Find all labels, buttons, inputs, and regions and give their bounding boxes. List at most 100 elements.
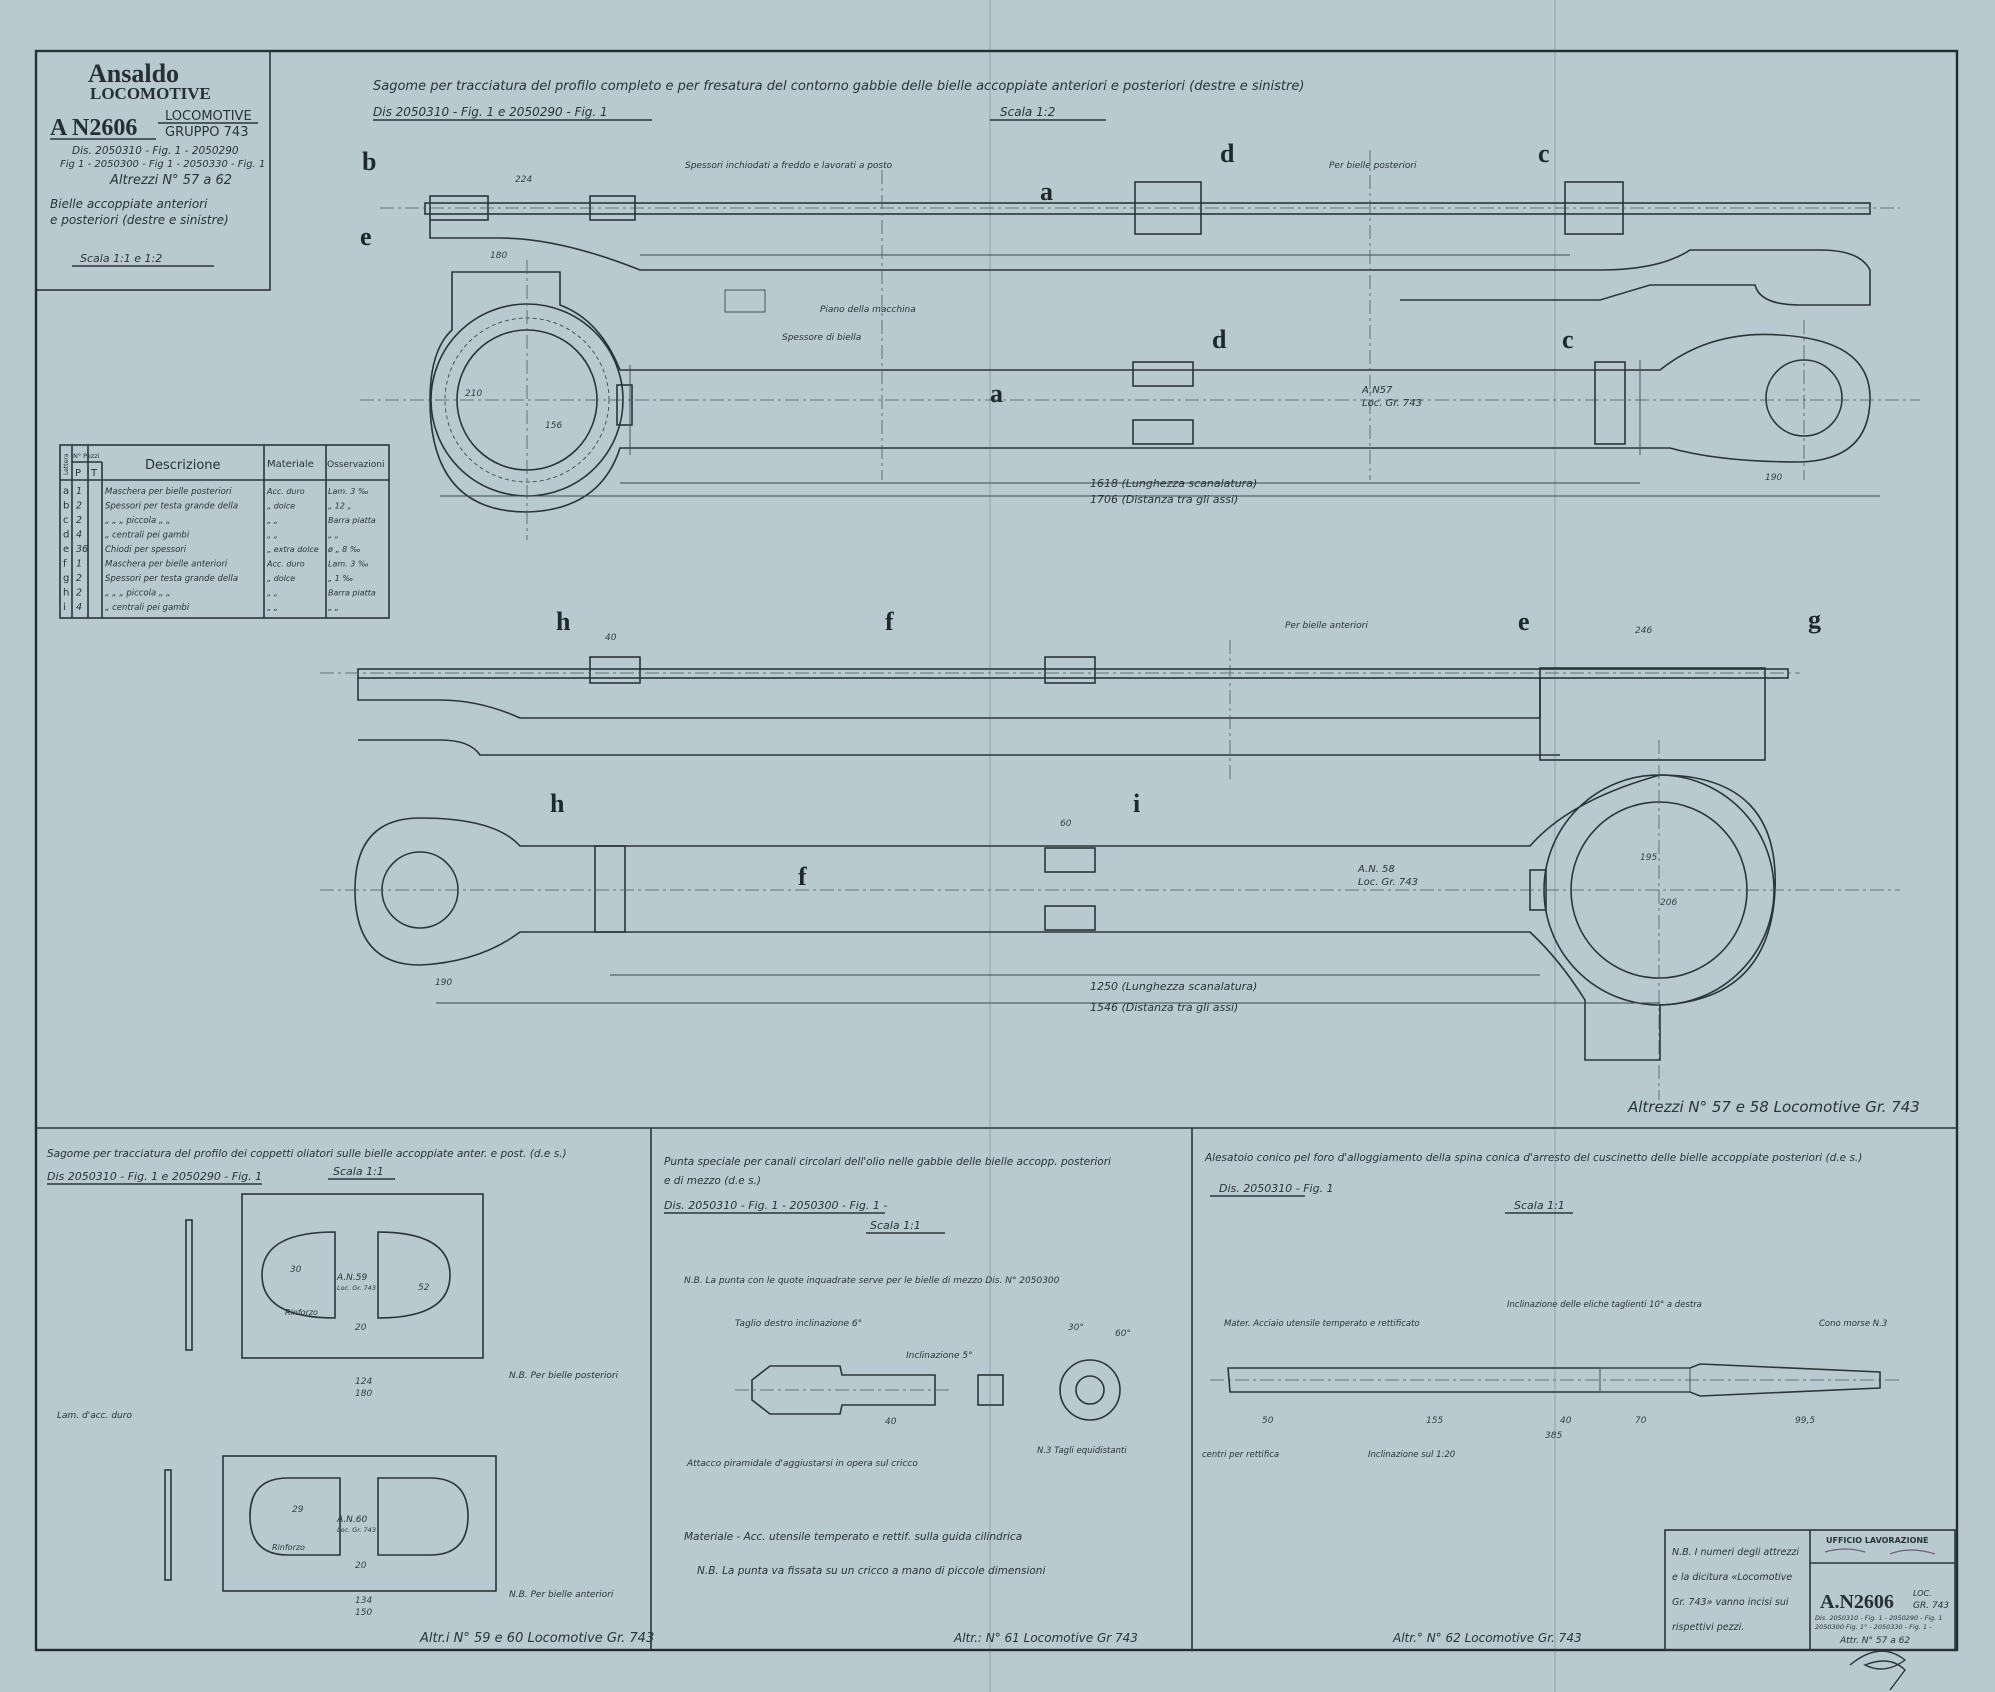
- signature: [1849, 1650, 1907, 1691]
- table-cell-mat: „ „: [267, 589, 278, 598]
- oilers-dis: Dis 2050310 - Fig. 1 e 2050290 - Fig. 1: [47, 1170, 262, 1183]
- note-piano: Piano della macchina: [820, 305, 916, 315]
- nb-box: N.B. I numeri degli attrezzi e la dicitu…: [1664, 1529, 1956, 1691]
- table-cell-letter: g: [63, 573, 69, 584]
- dim: 70: [1635, 1416, 1647, 1426]
- lamiera: Lam. d'acc. duro: [57, 1411, 132, 1421]
- dim: 30: [290, 1265, 302, 1275]
- table-cell-obs: „ „: [328, 531, 339, 540]
- reamer-dis: Dis. 2050310 - Fig. 1: [1219, 1182, 1334, 1195]
- letter-a: a: [990, 379, 1003, 408]
- logo-line1: Ansaldo: [88, 59, 179, 88]
- table-cell-letter: b: [63, 501, 69, 512]
- scala: Scala 1:1 e 1:2: [80, 252, 162, 265]
- letter-c: c: [1562, 325, 1574, 354]
- oilers-scala: Scala 1:1: [333, 1165, 384, 1178]
- letter-f: f: [885, 607, 894, 636]
- table-cell-letter: f: [63, 559, 67, 570]
- table-cell-desc: Maschera per bielle anteriori: [105, 560, 228, 570]
- letter-e: e: [360, 222, 372, 251]
- table-cell-mat: „ dolce: [267, 574, 295, 583]
- table-cell-p: 2: [76, 588, 82, 599]
- table-cell-desc: „ centrali pei gambi: [105, 531, 190, 541]
- dim: 30°: [1068, 1323, 1084, 1333]
- desc-line1: Bielle accoppiate anteriori: [50, 197, 208, 211]
- table-cell-p: 2: [76, 573, 82, 584]
- reamer-inclinazione: Inclinazione sul 1:20: [1368, 1450, 1455, 1460]
- dim: 206: [1660, 898, 1677, 908]
- drill-attacco: Attacco piramidale d'aggiustarsi in oper…: [686, 1459, 918, 1469]
- table-cell-mat: „ extra dolce: [267, 545, 319, 554]
- mark-59-line2: Loc. Gr. 743: [337, 1284, 376, 1292]
- table-cell-p: 36: [76, 544, 88, 555]
- len-scan-2: 1250 (Lunghezza scanalatura): [1090, 980, 1257, 993]
- rod-anterior-plan-view: [320, 740, 1900, 1100]
- oilers-title: Sagome per tracciatura del profilo dei c…: [47, 1148, 567, 1160]
- letter-d: d: [1220, 139, 1235, 168]
- dim: 40: [605, 633, 617, 643]
- drill-footer: Altr.: N° 61 Locomotive Gr 743: [953, 1631, 1138, 1645]
- letter-a: a: [1040, 177, 1053, 206]
- dim: 29: [292, 1505, 304, 1515]
- header-lettera: Lettera: [63, 453, 70, 475]
- reamer-cono: Cono morse N.3: [1819, 1319, 1887, 1329]
- rinforzo: Rinforzo: [272, 1543, 305, 1552]
- reamer-materiale: Mater. Acciaio utensile temperato e rett…: [1224, 1319, 1420, 1329]
- table-cell-p: 4: [76, 530, 82, 541]
- reamer-eliche: Inclinazione delle eliche taglienti 10° …: [1507, 1300, 1702, 1310]
- nb-line3: Gr. 743» vanno incisi sui: [1672, 1597, 1789, 1608]
- table-cell-obs: „ 1 ‰: [328, 574, 353, 583]
- title-block: Ansaldo LOCOMOTIVE A N2606 LOCOMOTIVE GR…: [35, 50, 271, 291]
- dim: 224: [515, 175, 532, 185]
- main-title: Sagome per tracciatura del profilo compl…: [373, 79, 1304, 94]
- table-cell-desc: „ „ „ piccola „ „: [105, 589, 170, 599]
- main-dis: Dis 2050310 - Fig. 1 e 2050290 - Fig. 1: [373, 105, 608, 119]
- dim: 190: [1765, 473, 1782, 483]
- stamp-ufficio: UFFICIO LAVORAZIONE: [1826, 1536, 1929, 1545]
- drill-nb-quota: N.B. La punta con le quote inquadrate se…: [684, 1276, 1060, 1286]
- table-cell-p: 2: [76, 515, 82, 526]
- logo-line2: LOCOMOTIVE: [90, 84, 211, 103]
- table-cell-p: 1: [76, 486, 82, 497]
- nb-line4: rispettivi pezzi.: [1672, 1622, 1744, 1633]
- letter-c: c: [1538, 139, 1550, 168]
- dist-assi-1: 1706 (Distanza tra gli assi): [1090, 493, 1238, 506]
- table-cell-mat: „ „: [267, 516, 278, 525]
- note-anteriori: Per bielle anteriori: [1285, 621, 1368, 631]
- dim: 195: [1640, 853, 1657, 863]
- table-cell-mat: „ dolce: [267, 502, 295, 511]
- dim: 180: [490, 251, 507, 261]
- nb-gr: GR. 743: [1913, 1601, 1949, 1611]
- table-cell-mat: „ „: [267, 603, 278, 612]
- nb-posteriori: N.B. Per bielle posteriori: [509, 1371, 619, 1381]
- dim: 124: [355, 1377, 372, 1387]
- dim: 156: [545, 421, 562, 431]
- letter-d: d: [1212, 325, 1227, 354]
- header-materiale: Materiale: [267, 459, 314, 470]
- table-cell-obs: Barra piatta: [328, 589, 376, 598]
- mark-57-line1: A.N57: [1361, 385, 1393, 396]
- note-spessore: Spessore di biella: [782, 333, 861, 343]
- panel-reamer: Alesatoio conico pel foro d'alloggiament…: [1202, 1152, 1900, 1645]
- drill-tagli: N.3 Tagli equidistanti: [1037, 1446, 1127, 1456]
- header-descrizione: Descrizione: [145, 458, 221, 473]
- table-cell-obs: Barra piatta: [328, 516, 376, 525]
- letter-f: f: [798, 862, 807, 891]
- dim: 20: [355, 1561, 367, 1571]
- table-cell-letter: a: [63, 486, 69, 497]
- drill-taglio: Taglio destro inclinazione 6°: [735, 1319, 862, 1329]
- drill-scala: Scala 1:1: [870, 1219, 921, 1232]
- drill-inclinazione: Inclinazione 5°: [906, 1351, 973, 1361]
- drill-nb-fissata: N.B. La punta va fissata su un cricco a …: [697, 1565, 1045, 1577]
- table-cell-desc: Maschera per bielle posteriori: [105, 487, 232, 497]
- table-cell-letter: h: [63, 588, 69, 599]
- table-cell-desc: Spessori per testa grande della: [105, 574, 238, 584]
- parts-table: Lettera N° Pezzi P T Descrizione Materia…: [59, 444, 390, 619]
- dim: 134: [355, 1596, 372, 1606]
- oilers-footer: Altr.i N° 59 e 60 Locomotive Gr. 743: [419, 1631, 654, 1646]
- nb-loc: LOC.: [1913, 1589, 1932, 1598]
- reamer-centri: centri per rettifica: [1202, 1450, 1279, 1460]
- nb-dis1: Dis. 2050310 - Fig. 1 - 2050290 - Fig. 1: [1815, 1614, 1943, 1622]
- dim: 190: [435, 978, 452, 988]
- mark-58-line1: A.N. 58: [1357, 864, 1395, 875]
